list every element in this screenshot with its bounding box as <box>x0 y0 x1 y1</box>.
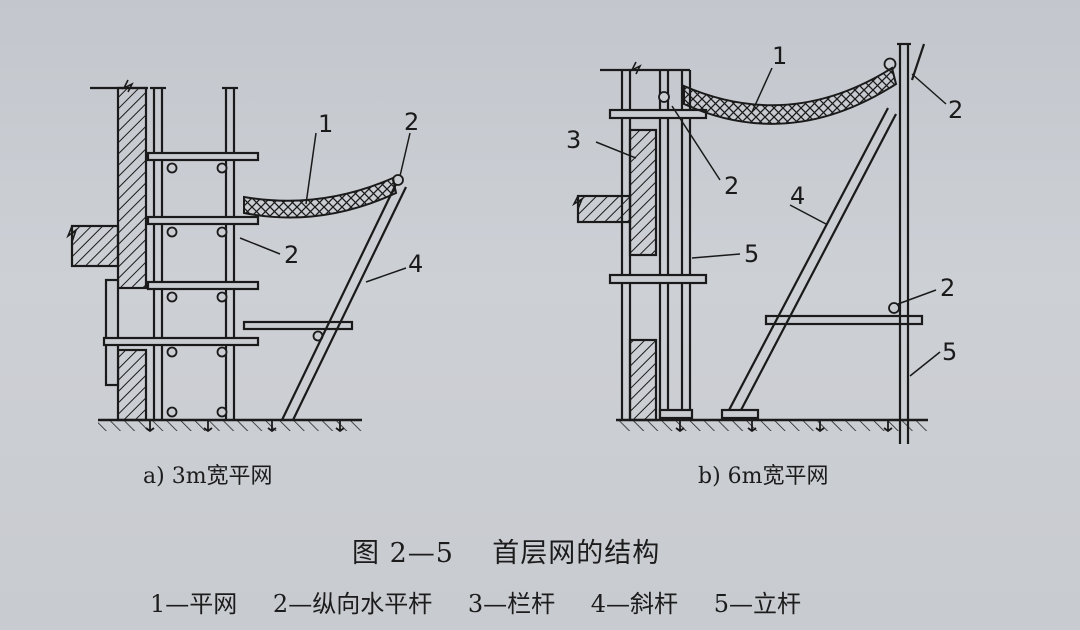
label-a-1: 1 <box>318 110 333 138</box>
label-b-5-outer: 5 <box>942 338 957 366</box>
floor-slab-a <box>66 224 120 268</box>
uprights-a <box>150 86 238 420</box>
legend-item-2: 2—纵向水平杆 <box>272 590 433 618</box>
ground-b <box>616 418 928 433</box>
building-wall-b <box>600 61 690 422</box>
label-a-2-mid: 2 <box>284 241 299 269</box>
legend-item-1: 1—平网 <box>150 590 238 618</box>
leaders-b <box>595 67 947 377</box>
label-b-5-inner: 5 <box>744 240 759 268</box>
label-b-2-top: 2 <box>948 96 963 124</box>
outer-upright-b <box>897 42 926 444</box>
label-a-2-top: 2 <box>404 108 419 136</box>
label-a-4: 4 <box>408 250 423 278</box>
legend: 1—平网 2—纵向水平杆 3—栏杆 4—斜杆 5—立杆 <box>150 584 801 619</box>
caption-b: b) 6m宽平网 <box>698 464 829 489</box>
transoms-b <box>608 108 924 326</box>
label-b-2-low: 2 <box>940 274 955 302</box>
building-wall-a <box>90 79 148 422</box>
label-b-1: 1 <box>772 42 787 70</box>
longitudinal-tubes-a <box>166 162 404 418</box>
transoms-a <box>102 151 354 347</box>
legend-item-3: 3—栏杆 <box>467 590 556 618</box>
legend-item-4: 4—斜杆 <box>590 590 679 618</box>
longitudinal-tubes-b <box>658 57 900 314</box>
label-b-2-mid: 2 <box>724 172 739 200</box>
caption-a: a) 3m宽平网 <box>143 464 273 489</box>
figure-number: 图 2—5 <box>352 538 454 569</box>
ground-a <box>98 418 362 433</box>
labels-b: 1 2 3 2 4 5 2 5 <box>566 42 963 366</box>
legend-item-5: 5—立杆 <box>713 590 801 618</box>
flat-net-b <box>683 66 898 125</box>
diagram-a <box>66 79 411 433</box>
uprights-b <box>658 70 694 420</box>
floor-slab-b <box>572 194 632 224</box>
label-b-3: 3 <box>566 126 581 154</box>
labels-a: 1 2 2 4 <box>284 108 423 278</box>
label-b-4: 4 <box>790 182 805 210</box>
diagonal-pole-a <box>281 183 407 421</box>
figure-title-text: 首层网的结构 <box>492 538 661 569</box>
leaders-a <box>239 132 411 283</box>
figure-title: 图 2—5 首层网的结构 <box>352 531 660 570</box>
diagram-b <box>572 42 947 444</box>
flat-net-a <box>243 176 398 219</box>
diagonal-pole-b <box>720 107 897 420</box>
